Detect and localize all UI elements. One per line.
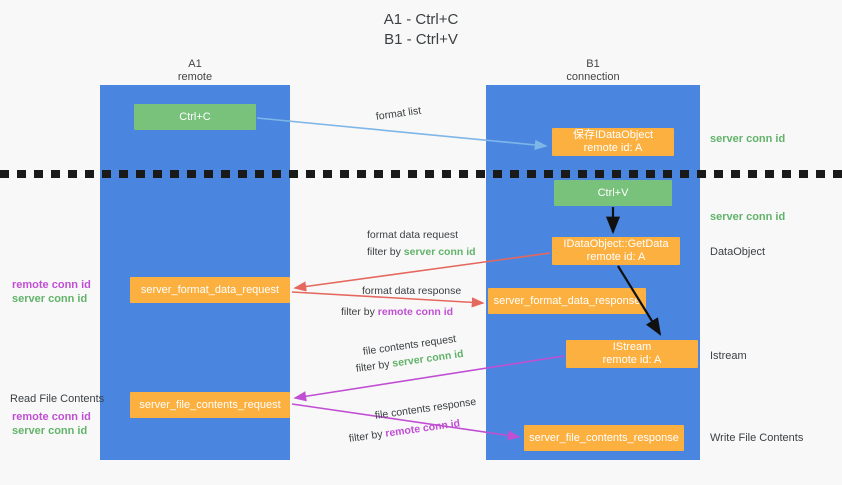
box-server-format-data-request[interactable]: server_format_data_request bbox=[130, 277, 290, 303]
box-ctrl-v[interactable]: Ctrl+V bbox=[554, 180, 672, 206]
filter-prefix: filter by bbox=[367, 246, 404, 258]
box-set-dataobject[interactable]: 保存IDataObject remote id: A bbox=[552, 128, 674, 156]
edge-label-format-data-response: format data response bbox=[362, 285, 462, 297]
filter-prefix: filter by bbox=[341, 306, 378, 318]
lane-header-a1: A1 remote bbox=[177, 58, 213, 83]
lane-header-b1: B1 connection bbox=[566, 58, 620, 83]
annotation-write-file-contents: Write File Contents bbox=[710, 432, 804, 444]
filter-key-remote-conn-id: remote conn id bbox=[384, 417, 461, 440]
annotation-server-conn-id: server conn id bbox=[12, 293, 88, 305]
annotation-remote-conn-id: remote conn id bbox=[12, 411, 91, 423]
filter-key-remote-conn-id: remote conn id bbox=[377, 306, 454, 318]
filter-prefix: filter by bbox=[348, 427, 387, 445]
annotation-server-conn-id-paste: server conn id bbox=[710, 211, 786, 223]
annotation-istream: Istream bbox=[710, 350, 747, 362]
filter-prefix: filter by bbox=[355, 357, 394, 375]
edge-label-file-contents-response: file contents response bbox=[374, 395, 477, 422]
annotation-remote-conn-id: remote conn id bbox=[12, 279, 91, 291]
edge-label-format-data-request: format data request bbox=[367, 229, 459, 241]
annotation-dataobject: DataObject bbox=[710, 246, 766, 258]
phase-divider bbox=[0, 170, 842, 178]
annotation-format-conn-ids: remote conn id server conn id bbox=[12, 278, 91, 306]
annotation-server-conn-id-top: server conn id bbox=[710, 133, 786, 145]
annotation-file-conn-ids: remote conn id server conn id bbox=[12, 410, 91, 438]
box-getdata[interactable]: IDataObject::GetData remote id: A bbox=[552, 237, 680, 265]
edge-label-file-contents-response-filter: filter by remote conn id bbox=[348, 416, 461, 445]
filter-key-server-conn-id: server conn id bbox=[403, 246, 476, 258]
box-istream[interactable]: IStream remote id: A bbox=[566, 340, 698, 368]
box-ctrl-c[interactable]: Ctrl+C bbox=[134, 104, 256, 130]
box-server-file-contents-request[interactable]: server_file_contents_request bbox=[130, 392, 290, 418]
diagram-title: A1 - Ctrl+C B1 - Ctrl+V bbox=[383, 11, 459, 48]
box-server-format-data-response[interactable]: server_format_data_response bbox=[488, 288, 646, 314]
edge-label-format-list: format list bbox=[375, 104, 422, 123]
edge-label-format-data-response-filter: filter by remote conn id bbox=[341, 305, 453, 319]
annotation-server-conn-id: server conn id bbox=[12, 425, 88, 437]
annotation-read-file-contents: Read File Contents bbox=[10, 393, 105, 405]
box-server-file-contents-response[interactable]: server_file_contents_response bbox=[524, 425, 684, 451]
edge-label-format-data-request-filter: filter by server conn id bbox=[367, 245, 476, 259]
